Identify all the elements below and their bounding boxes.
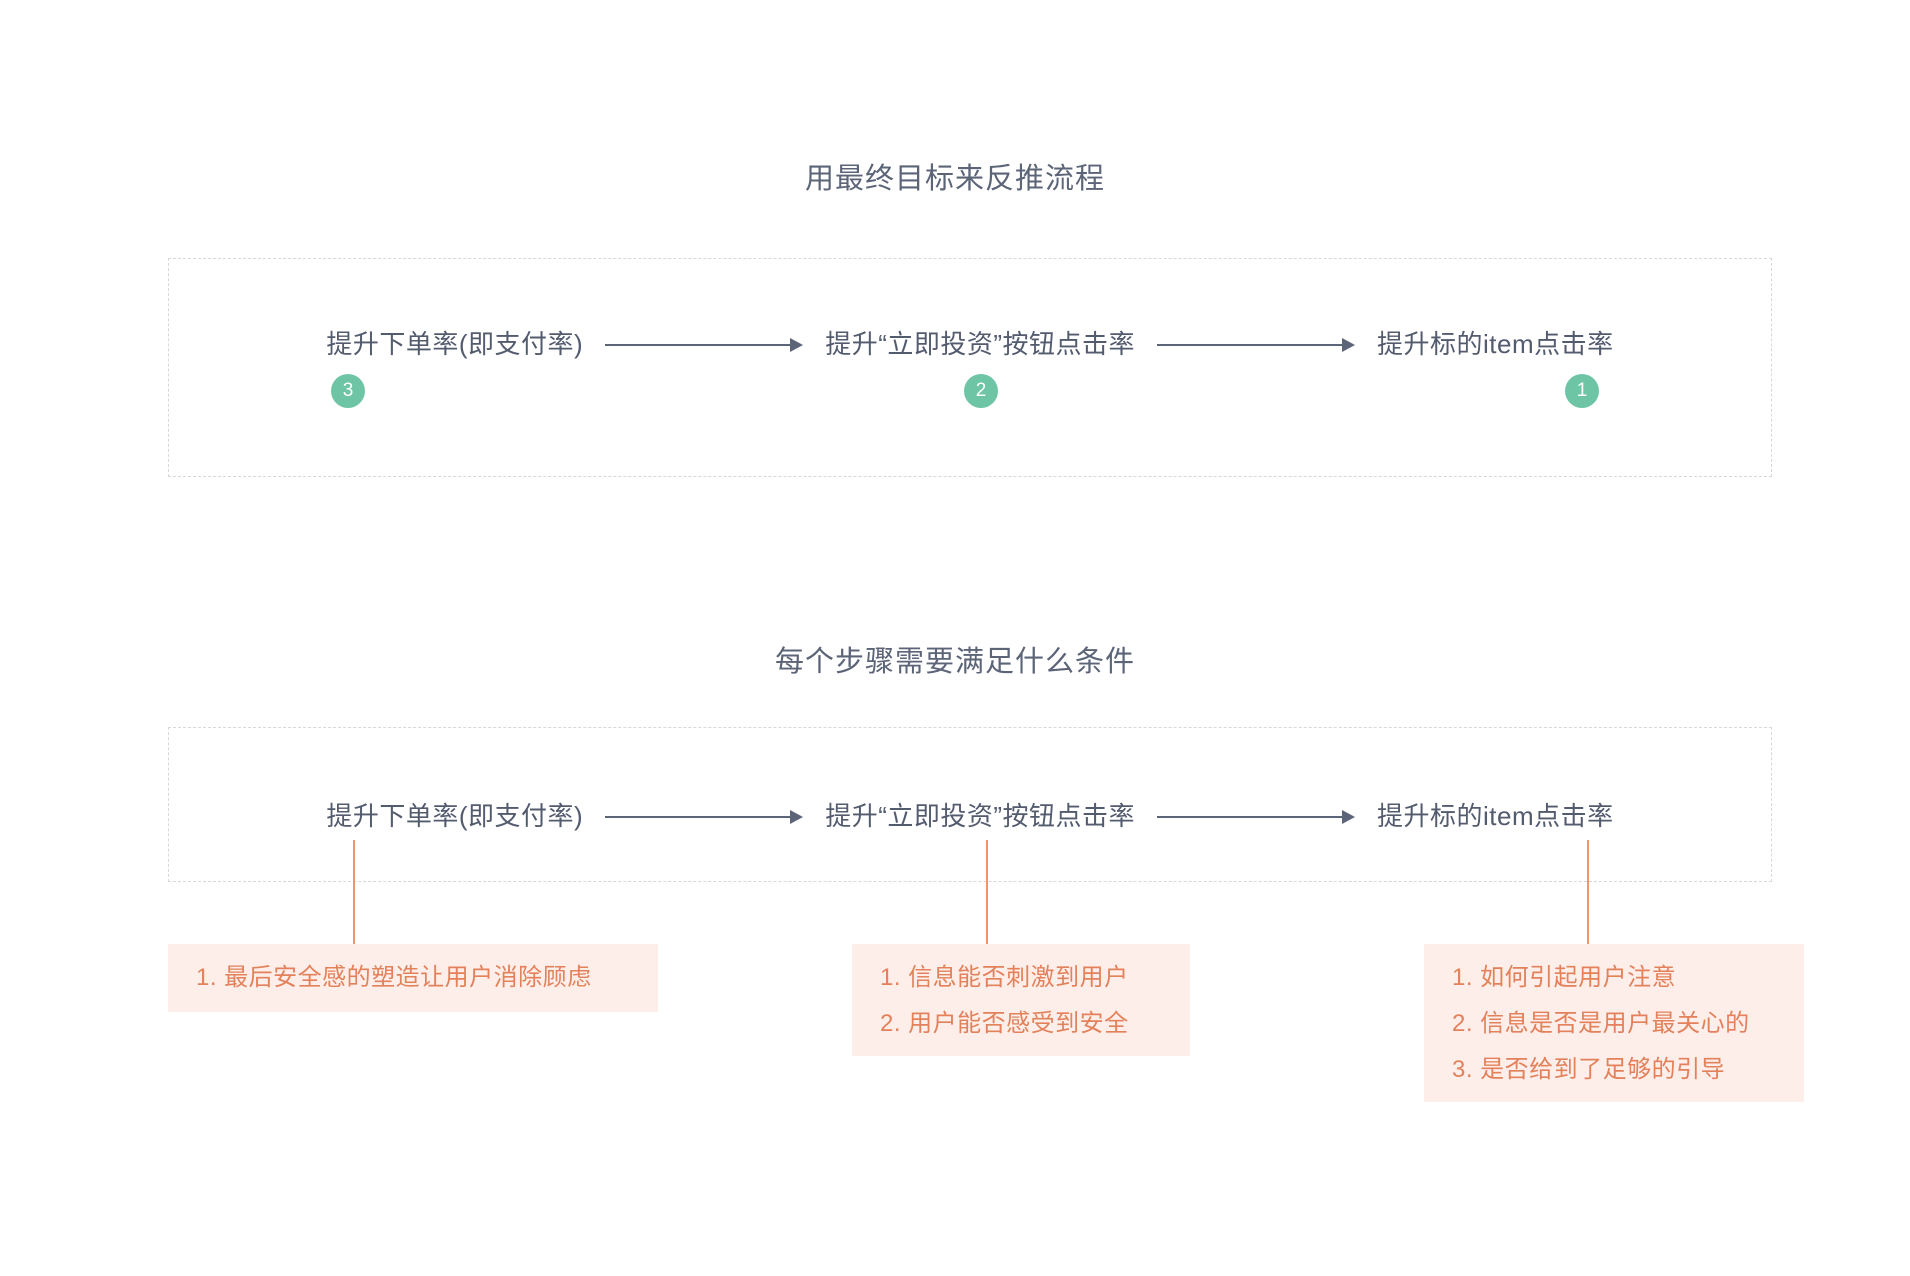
note-box-payment-rate: 1. 最后安全感的塑造让用户消除顾虑: [168, 944, 658, 1012]
arrow-shaft: [605, 816, 792, 818]
note-box-item-ctr: 1. 如何引起用户注意 2. 信息是否是用户最关心的 3. 是否给到了足够的引导: [1424, 944, 1804, 1102]
flow-row-section-2: 提升下单率(即支付率) 提升“立即投资”按钮点击率 提升标的item点击率: [168, 795, 1772, 839]
connector-line-node-2: [986, 840, 988, 952]
connector-line-node-1: [353, 840, 355, 952]
note-line: 1. 最后安全感的塑造让用户消除顾虑: [196, 964, 592, 991]
arrow-head: [1342, 810, 1356, 824]
arrow-head: [790, 810, 804, 824]
flow-node-1-item-ctr: 提升标的item点击率: [1377, 329, 1614, 360]
arrow-right-icon: [605, 810, 804, 824]
connector-line-node-3: [1587, 840, 1589, 952]
arrow-right-icon: [1157, 810, 1356, 824]
arrow-right-icon: [1157, 338, 1356, 352]
flow-row-section-1: 提升下单率(即支付率) 提升“立即投资”按钮点击率 提升标的item点击率: [168, 323, 1772, 367]
arrow-right-icon: [605, 338, 804, 352]
note-line: 3. 是否给到了足够的引导: [1452, 1056, 1726, 1083]
flow-frame-section-1: [168, 258, 1772, 477]
arrow-shaft: [1157, 344, 1344, 346]
arrow-shaft: [605, 344, 792, 346]
step-badge-2: 2: [964, 374, 998, 408]
flow-node-2-invest-button-ctr: 提升“立即投资”按钮点击率: [825, 801, 1136, 832]
step-badge-3: 3: [331, 374, 365, 408]
note-line: 1. 信息能否刺激到用户: [880, 964, 1129, 991]
flow-node-2-payment-rate: 提升下单率(即支付率): [326, 801, 584, 832]
flow-node-1-invest-button-ctr: 提升“立即投资”按钮点击率: [825, 329, 1136, 360]
section-title-goal-backtrack: 用最终目标来反推流程: [804, 163, 1105, 195]
arrow-shaft: [1157, 816, 1344, 818]
arrow-head: [1342, 338, 1356, 352]
section-title-step-conditions: 每个步骤需要满足什么条件: [774, 646, 1135, 678]
note-line: 2. 用户能否感受到安全: [880, 1010, 1129, 1037]
flow-frame-section-2: [168, 727, 1772, 882]
note-line: 2. 信息是否是用户最关心的: [1452, 1010, 1750, 1037]
flow-node-1-payment-rate: 提升下单率(即支付率): [326, 329, 584, 360]
note-line: 1. 如何引起用户注意: [1452, 964, 1677, 991]
step-badge-1: 1: [1565, 374, 1599, 408]
flow-node-2-item-ctr: 提升标的item点击率: [1377, 801, 1614, 832]
arrow-head: [790, 338, 804, 352]
note-box-invest-button: 1. 信息能否刺激到用户 2. 用户能否感受到安全: [852, 944, 1190, 1056]
